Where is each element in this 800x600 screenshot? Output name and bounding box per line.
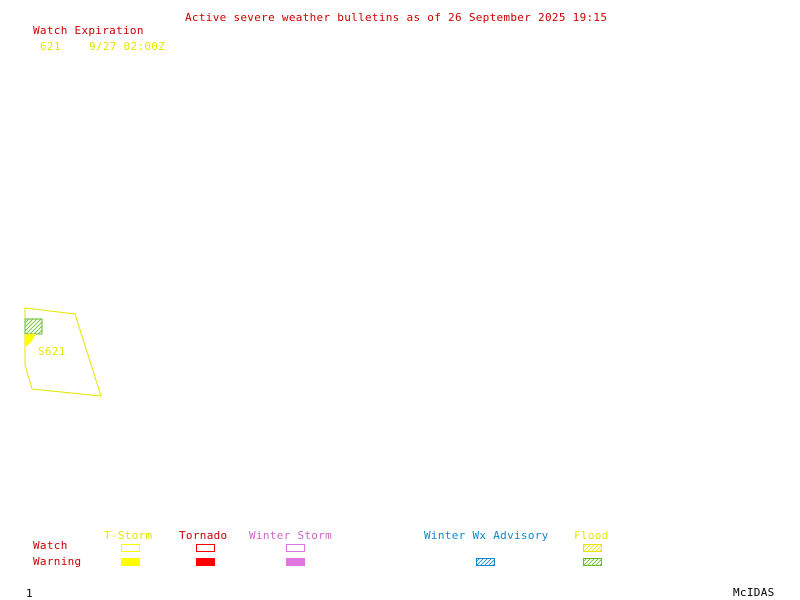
swatch-tornado-warning [196,558,215,566]
watch-number: 621 [40,40,61,53]
brand-label: McIDAS [733,586,775,599]
watch-expiration-time: 9/27 02:00Z [89,40,166,53]
swatch-flood-watch [583,544,602,552]
legend-label-flood: Flood [574,529,609,542]
swatch-tornado-watch [196,544,215,552]
legend-label-winter-storm: Winter Storm [249,529,333,542]
legend-label-winter-advisory: Winter Wx Advisory [424,529,549,542]
swatch-winter-advisory-warning [476,558,495,566]
page-number: 1 [26,587,33,600]
swatch-winter-storm-watch [286,544,305,552]
swatch-tstorm-watch [121,544,140,552]
tstorm-warning-area [25,334,36,346]
legend-row-warning: Warning [33,555,82,568]
legend-label-tstorm: T-Storm [104,529,153,542]
watch-box-label: S621 [38,345,66,358]
swatch-tstorm-warning [121,558,140,566]
watch-expiration-header: Watch Expiration [33,24,144,37]
legend-row-watch: Watch [33,539,68,552]
bulletin-title: Active severe weather bulletins as of 26… [185,11,608,24]
swatch-flood-warning [583,558,602,566]
swatch-winter-storm-warning [286,558,305,566]
tstorm-watch-box [24,307,102,397]
legend-label-tornado: Tornado [179,529,228,542]
flood-warning-area [24,318,43,335]
